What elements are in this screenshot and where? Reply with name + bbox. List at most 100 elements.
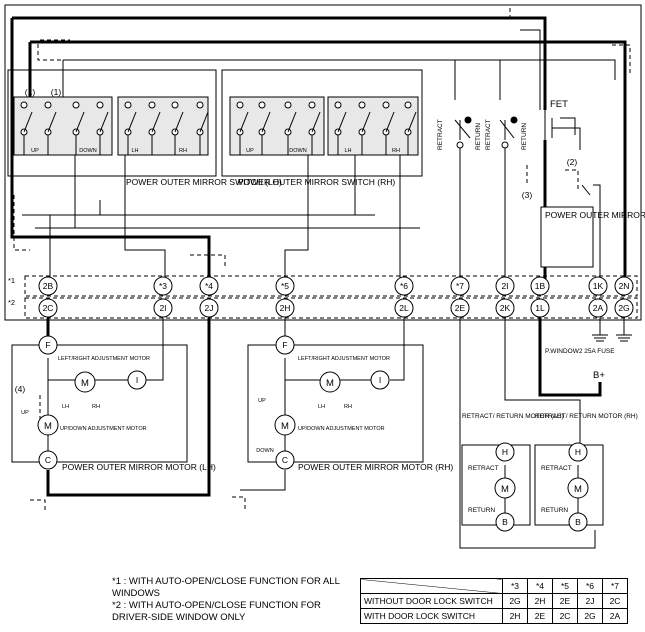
retract-label: RETRACT	[468, 465, 499, 472]
connector-pin	[530, 298, 550, 318]
up-label: UP	[21, 410, 29, 416]
table-row: WITH DOOR LOCK SWITCH 2H 2E 2C 2G 2A	[360, 608, 628, 624]
terminal-label: I	[379, 375, 381, 385]
switch-lh-updown	[13, 96, 113, 156]
control-module-box	[540, 206, 594, 268]
connector-row-2	[24, 297, 638, 319]
connector-pin	[275, 298, 295, 318]
table-header-row: *3 *4 *5 *6 *7	[360, 578, 628, 594]
connector-pin	[495, 276, 515, 296]
terminal-label: B	[575, 517, 581, 527]
rh-label: RH	[344, 404, 352, 410]
connector-pin	[450, 298, 470, 318]
connector-label: *6	[400, 281, 408, 291]
motor-terminal	[127, 370, 147, 390]
row-marker-2: *2	[8, 298, 15, 307]
terminal-label: F	[282, 340, 287, 350]
switch-contact	[358, 101, 366, 109]
motor-m-label: M	[501, 484, 509, 495]
row-marker-1: *1	[8, 276, 15, 285]
note-1: *1 : WITH AUTO-OPEN/CLOSE FUNCTION FOR A…	[112, 576, 340, 599]
motor-terminal	[495, 442, 515, 462]
connector-row-1	[24, 275, 638, 297]
retract-switches	[454, 119, 515, 140]
terminal-label: I	[136, 375, 138, 385]
retract-motor-rh-label: RETRACT/ RETURN MOTOR (RH)	[535, 413, 638, 420]
connector-label: 2A	[593, 303, 604, 313]
switch-contact	[404, 101, 412, 109]
connector-label: *4	[205, 281, 213, 291]
switch-contact	[44, 101, 52, 109]
second-thick-bus	[30, 40, 627, 285]
connector-label: 2K	[500, 303, 511, 313]
terminal-label: C	[282, 455, 288, 465]
fuse-power-line	[538, 318, 602, 397]
switch-contact	[96, 101, 104, 109]
motor-symbol	[494, 477, 516, 499]
connector-label: 2G	[618, 303, 629, 313]
connector-label: *7	[456, 281, 464, 291]
switch-contact	[258, 101, 266, 109]
connector-label: 2E	[455, 303, 466, 313]
lh-label: LH	[62, 404, 69, 410]
motor-terminal	[38, 335, 58, 355]
callout-3: (3)	[522, 190, 533, 200]
connector-label: *5	[281, 281, 289, 291]
connector-pin	[450, 276, 470, 296]
return-label: RETURN	[468, 507, 495, 514]
fuse-label: P.WINDOW2 25A FUSE	[545, 348, 615, 355]
flow-arrow	[13, 195, 30, 251]
lh-label: LH	[131, 148, 138, 154]
switch-contact	[236, 101, 244, 109]
up-label: UP	[31, 148, 39, 154]
switch-rh-box	[221, 69, 423, 177]
fet-label: FET	[550, 99, 568, 110]
rh-label: RH	[392, 148, 400, 154]
module-label: POWER OUTER MIRROR CONTROL MODULE	[545, 210, 645, 220]
terminal-label: F	[45, 340, 50, 350]
connector-pin	[153, 298, 173, 318]
return-label: RETURN	[521, 123, 528, 150]
connector-pin	[275, 276, 295, 296]
motor-rh-box	[247, 344, 424, 463]
connector-pin	[38, 298, 58, 318]
connector-pin	[153, 276, 173, 296]
down-label: DOWN	[79, 148, 96, 154]
retract-label: RETRACT	[437, 119, 444, 150]
motor-m-label: M	[326, 378, 334, 389]
ground	[592, 318, 608, 342]
terminal-label: H	[502, 447, 508, 457]
connector-pin	[588, 298, 608, 318]
callout-4: (4)	[15, 384, 26, 394]
connector-pin	[199, 298, 219, 318]
down-label: DOWN	[256, 448, 273, 454]
connector-label: 2B	[43, 281, 54, 291]
top-power-bus	[12, 16, 547, 110]
connector-label: 2N	[619, 281, 630, 291]
return-label: RETURN	[475, 123, 482, 150]
motor-terminal	[38, 450, 58, 470]
fet-symbol	[544, 110, 581, 150]
table-row: WITHOUT DOOR LOCK SWITCH 2G 2H 2E 2J 2C	[360, 593, 628, 609]
connector-label: 2I	[501, 281, 508, 291]
connector-table: *3 *4 *5 *6 *7 WITHOUT DOOR LOCK SWITCH …	[360, 578, 628, 624]
motor-terminal	[370, 370, 390, 390]
connector-pin	[199, 276, 219, 296]
retract-label: RETRACT	[541, 465, 572, 472]
motor-terminal	[495, 512, 515, 532]
flow-arrow	[612, 44, 631, 75]
ud-motor-label: UP/DOWN ADJUSTMENT MOTOR	[298, 426, 385, 432]
terminal-label: H	[575, 447, 581, 457]
switch-contact	[124, 101, 132, 109]
connector-label: 2I	[159, 303, 166, 313]
lh-label: LH	[318, 404, 325, 410]
connector-label: 1B	[535, 281, 546, 291]
callout-1: (1)	[25, 87, 36, 97]
motor-m-label: M	[574, 484, 582, 495]
motor-symbol	[319, 371, 341, 393]
connector-label: 2H	[280, 303, 291, 313]
connector-pin	[530, 276, 550, 296]
